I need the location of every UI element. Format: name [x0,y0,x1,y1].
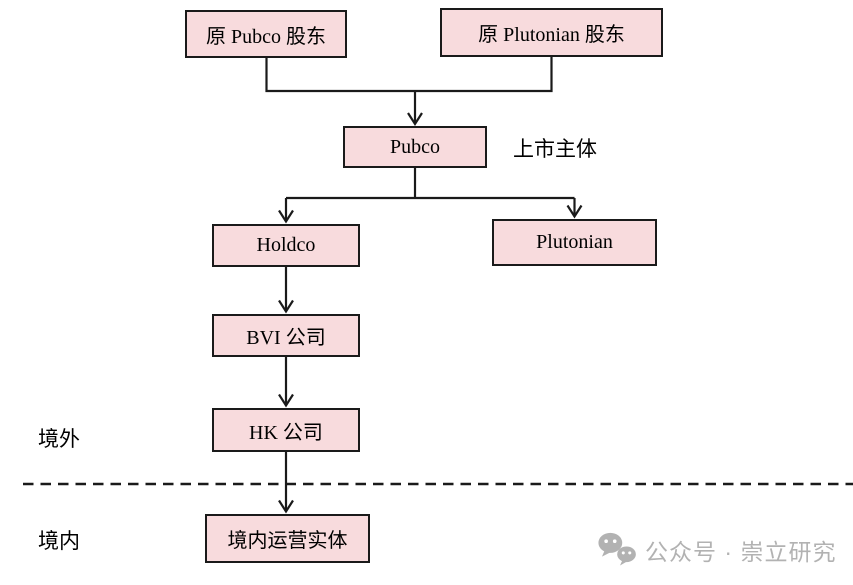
node-hk-company: HK 公司 [212,408,360,452]
node-domestic-operating-entity: 境内运营实体 [205,514,370,563]
watermark: 公众号 · 崇立研究 [597,531,836,568]
node-label: Plutonian [536,231,613,253]
node-label: BVI 公司 [246,327,326,349]
node-label: 原 Plutonian 股东 [478,24,625,46]
node-label: 原 Pubco 股东 [206,25,326,48]
node-pubco: Pubco [343,126,487,168]
node-holdco: Holdco [212,224,360,267]
edge-pubco-split [286,167,575,200]
offshore-label: 境外 [38,427,80,451]
node-bvi-company: BVI 公司 [212,314,360,357]
node-label: Holdco [256,234,316,256]
onshore-label: 境内 [38,529,80,553]
node-plutonian-shareholders: 原 Plutonian 股东 [440,8,663,57]
node-label: Pubco [390,135,440,158]
listed-entity-annotation: 上市主体 [513,137,597,161]
node-label: HK 公司 [249,421,323,444]
watermark-text: 公众号 · 崇立研究 [645,538,837,565]
wechat-icon [598,532,636,566]
node-plutonian: Plutonian [492,219,657,266]
node-label: 境内运营实体 [227,530,348,552]
node-pubco-shareholders: 原 Pubco 股东 [185,10,347,58]
edge-shareholders-merge [265,56,553,93]
